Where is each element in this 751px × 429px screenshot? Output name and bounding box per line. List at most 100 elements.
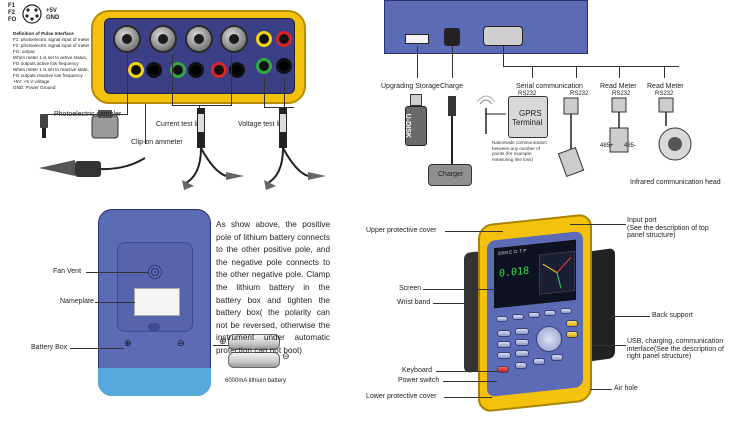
leader-line [172,105,232,106]
nationwide-note: Nationwide communication between any num… [492,140,547,163]
pulse-legend-line: FO outputs active low frequency [13,61,79,66]
leader-line [213,345,229,346]
nameplate-label: Nameplate [60,298,94,305]
function-key[interactable] [528,312,540,318]
read-meter-label: Read Meter [647,83,684,90]
function-key[interactable] [560,308,572,314]
back-case-lower [98,368,211,396]
pulse-legend-title: Definition of Pulse Interface [13,31,74,36]
rs232-cable-icon [557,97,585,177]
screen-label: Screen [399,285,422,292]
pulse-legend-line: FO: output [13,49,35,54]
keyboard-label: Keyboard [402,367,432,374]
rs232-label: RS232 [655,91,674,97]
serial-port [483,26,523,46]
lower-cover-label: Lower protective cover [366,393,437,400]
keypad-key[interactable] [497,330,511,337]
power-switch-label: Power switch [398,377,440,384]
u-disk-plug [410,94,422,106]
leader-line [503,46,504,66]
voltage-jack-black [229,62,245,78]
upgrading-storage-label: Upgrading Storage [381,83,440,90]
gprs-terminal [508,96,548,138]
charger-label: Charger [438,171,464,178]
leader-line [264,107,294,108]
leader-line [145,104,146,144]
serial-communication-label: Serial communication [516,83,583,90]
leader-line [127,54,128,114]
voltage-jack-green [170,62,186,78]
leader-line [619,66,620,78]
clip-on-ammeter-icon [39,157,146,177]
charge-cable [451,116,453,152]
power-button[interactable] [497,366,509,373]
battery-box-label: Battery Box [31,344,68,351]
voltage-jack-red [211,62,227,78]
photoelectric-sampler-label: Photoelectric sampler [54,111,122,118]
charge-plug [448,96,456,116]
charge-label: Charge [440,83,463,90]
pulse-gnd-label: GND [46,15,60,21]
voltage-jack-green [256,58,272,74]
leader-line [576,66,577,78]
leader-line [444,397,492,398]
voltage-jack-yellow [256,31,272,47]
gprs-label: GPRS [519,109,542,118]
keypad-key[interactable] [497,352,511,359]
voltage-jack-black [188,62,204,78]
yellow-key[interactable] [566,320,578,327]
charge-cable [451,150,453,164]
photoelectric-sampler-icon [40,110,119,139]
leader-line [47,114,128,115]
leader-line [445,231,503,232]
air-hole-label: Air hole [614,385,638,392]
u-disk-body [405,106,427,146]
nameplate [134,288,180,316]
back-support-label: Back support [652,312,693,319]
pulse-5v-label: +5V [46,8,57,14]
pulse-fo-label: FO [8,17,17,23]
pulse-legend-line: +5V: +5 V voltage [13,79,50,84]
battery-positive-symbol: ⊕ [219,336,227,346]
rs232-label: RS232 [570,91,589,97]
battery-description: As show above, the positive pole of lith… [216,220,330,355]
keypad-key[interactable] [515,362,527,369]
pulse-f1-label: F1 [8,3,16,9]
keypad-key[interactable] [497,341,511,348]
battery-caption: 6000mA lithium battery [225,378,287,384]
keypad-key[interactable] [515,350,529,357]
charge-port [444,28,460,46]
battery-cell-1 [228,334,280,350]
wireless-antenna-icon [476,95,506,134]
pulse-legend-line: F2: photoelectric signal input of meter … [13,43,94,48]
function-key[interactable] [544,310,556,316]
phasor-display-icon [539,250,575,295]
charger-body [428,164,472,186]
function-key[interactable] [496,316,508,322]
battery-box-positive: ⊕ [124,338,132,348]
pulse-f2-label: F2 [8,10,16,16]
rs232-label: RS232 [518,91,537,97]
leader-line [433,303,469,304]
keypad-key[interactable] [533,358,545,365]
usb-port [405,34,429,44]
upper-cover-label: Upper protective cover [366,227,437,234]
keypad-key[interactable] [515,339,529,346]
leader-line [86,272,148,273]
gprs-terminal-label: Terminal [512,118,543,127]
keypad-key[interactable] [551,354,563,361]
input-port-label: Input port (See the description of top p… [627,217,709,240]
voltage-jack-red [276,31,292,47]
keypad-key[interactable] [515,328,529,335]
voltage-jack-black [146,62,162,78]
battery-box-negative: ⊖ [177,338,185,348]
clip-on-ammeter-label: Clip-on ammeter [131,139,183,146]
navigation-pad[interactable] [536,326,562,352]
yellow-key[interactable] [566,331,578,338]
pulse-connector-icon [22,4,42,24]
function-key[interactable] [512,314,524,320]
rs232-485-cable-icon [609,97,629,153]
leader-line [570,224,626,225]
leader-line [664,66,665,78]
leader-line [503,66,679,67]
